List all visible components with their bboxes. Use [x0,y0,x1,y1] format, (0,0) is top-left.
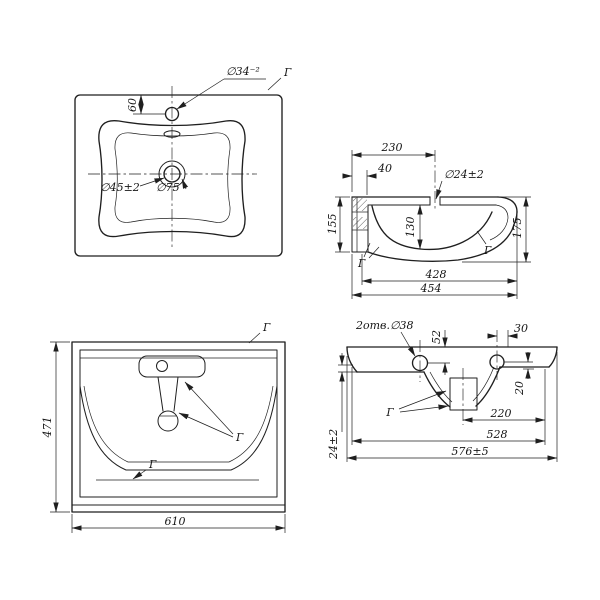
view-plan: 60 ∅34⁻² Г ∅45±2 ∅75 [74,65,292,257]
section-outline [346,330,558,425]
side-bracket [351,196,369,253]
section-dim-220: 220 [490,407,512,420]
section-holes-label: 2отв.∅38 [355,319,414,332]
side-dim-428: 428 [425,268,447,281]
section-dim-24: 24±2 [327,429,340,460]
front-gamma-1: Г [262,321,271,334]
plan-basin-floor [114,132,231,223]
section-dim-30: 30 [514,322,528,335]
front-outline [71,341,286,513]
side-dim-155: 155 [326,214,339,235]
view-front: 471 610 Г Г Г [41,321,286,533]
front-drain [157,410,179,432]
section-gamma: Г [385,406,394,419]
plan-dimensions: 60 ∅34⁻² Г ∅45±2 ∅75 [100,65,292,194]
front-dim-610: 610 [165,515,186,528]
plan-dim-60: 60 [126,98,139,112]
side-dim-40: 40 [377,162,392,175]
plan-basin-rim [98,119,246,238]
front-gamma-2: Г [235,431,244,444]
front-faucet-hole [156,360,168,372]
section-dim-20: 20 [513,381,526,396]
plan-centerlines [88,86,257,249]
side-hatch-2 [353,217,367,229]
side-dim-454: 454 [420,282,442,295]
side-outline [351,196,518,262]
view-side-section: 230 40 ∅24±2 155 130 175 [326,141,531,299]
side-gamma-1: Г [357,257,366,270]
side-dim-130: 130 [404,217,417,238]
side-dim-230: 230 [381,141,403,154]
front-faucet-recess [138,355,206,378]
section-dim-52: 52 [430,330,443,344]
front-bowl-silhouette [79,385,278,471]
side-dia-hole-label: ∅24±2 [444,168,484,181]
plan-section-gamma: Г [283,66,292,79]
plan-deck-outline [74,94,283,257]
plan-dia-faucet-label: ∅34⁻² [226,65,260,78]
view-front-section: 2отв.∅38 52 30 20 220 528 [327,319,558,462]
side-hatch-1 [353,198,367,211]
plan-dia-overflow-label: ∅75 [156,181,180,194]
front-inner-panel [79,349,278,498]
side-gamma-2: Г [483,244,492,257]
front-gamma-3: Г [148,458,157,471]
side-dimensions: 230 40 ∅24±2 155 130 175 [326,141,531,299]
front-dim-471: 471 [41,417,54,439]
section-dimensions: 2отв.∅38 52 30 20 220 528 [327,319,558,462]
front-dimensions: 471 610 Г Г Г [41,321,286,533]
section-dim-528: 528 [487,428,508,441]
side-dim-175: 175 [511,218,524,239]
section-dim-576: 576±5 [451,445,488,458]
plan-dia-drain-label: ∅45±2 [100,181,140,194]
section-drain-box [449,377,478,411]
front-bowl-inner [83,385,274,463]
